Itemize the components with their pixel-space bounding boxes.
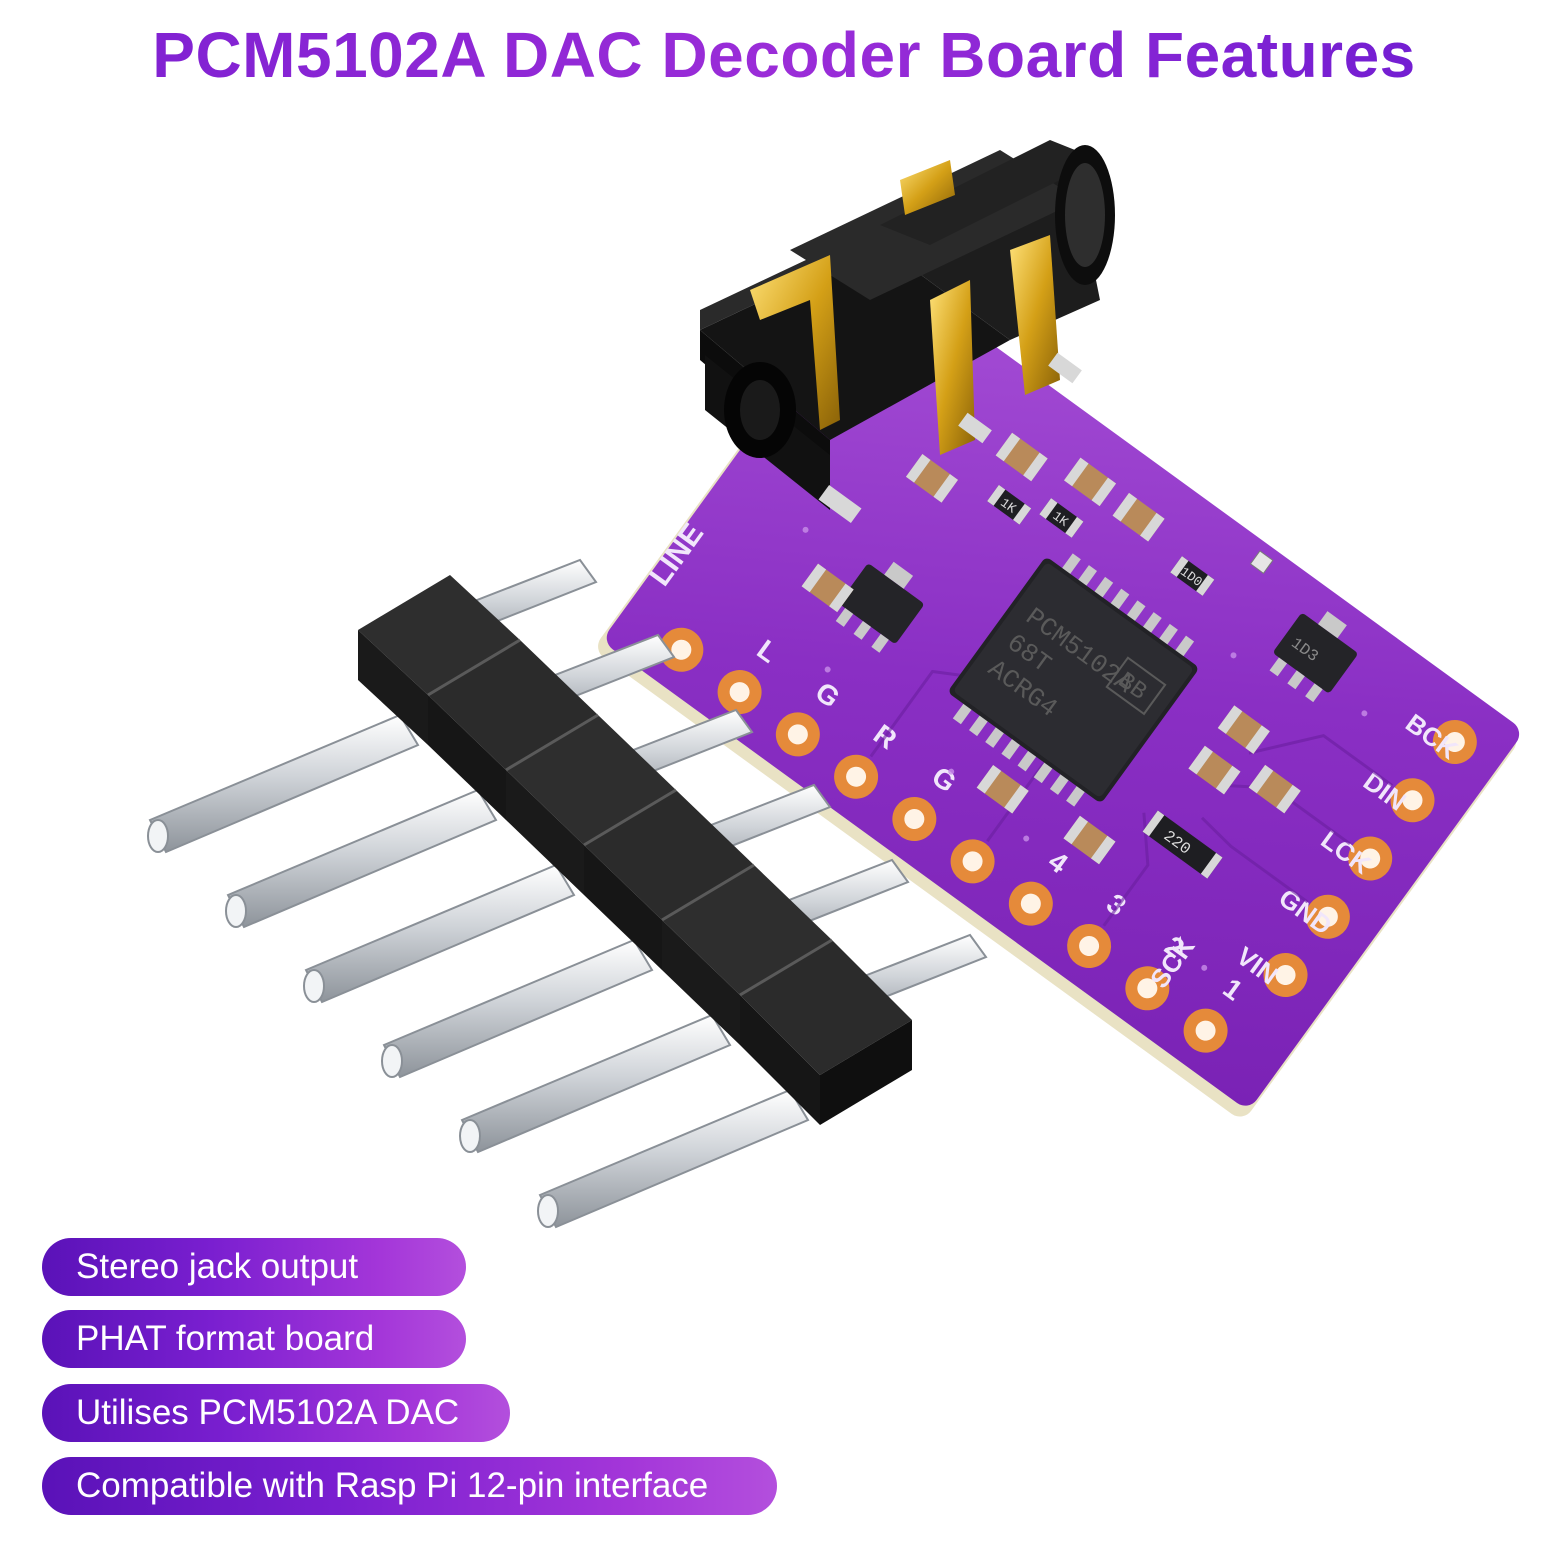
left-pad-row xyxy=(659,627,1228,1053)
jack-gold-contacts xyxy=(750,160,1082,524)
right-pad-column xyxy=(1263,720,1477,998)
pin-header-icon xyxy=(147,558,988,1229)
feature-pill-rasp-pi-compat: Compatible with Rasp Pi 12-pin interface xyxy=(42,1457,777,1515)
dac-board: LINE L G R G 4 3 2 1 SCK BCK DIN LCK GND… xyxy=(598,266,1520,1117)
regulator-left xyxy=(835,561,924,653)
dac-chip-icon: PCM5102A 68T ACRG4 BB xyxy=(949,553,1198,807)
feature-pill-stereo-jack: Stereo jack output xyxy=(42,1238,466,1296)
passive-components: 1K 1K 1D0 220 xyxy=(801,432,1301,879)
feature-pill-pcm5102a-dac: Utilises PCM5102A DAC xyxy=(42,1384,510,1442)
regulator-right: 1D3 xyxy=(1269,611,1357,703)
audio-jack-icon xyxy=(700,140,1115,524)
feature-pill-phat-format: PHAT format board xyxy=(42,1310,466,1368)
page-title: PCM5102A DAC Decoder Board Features xyxy=(0,18,1568,92)
